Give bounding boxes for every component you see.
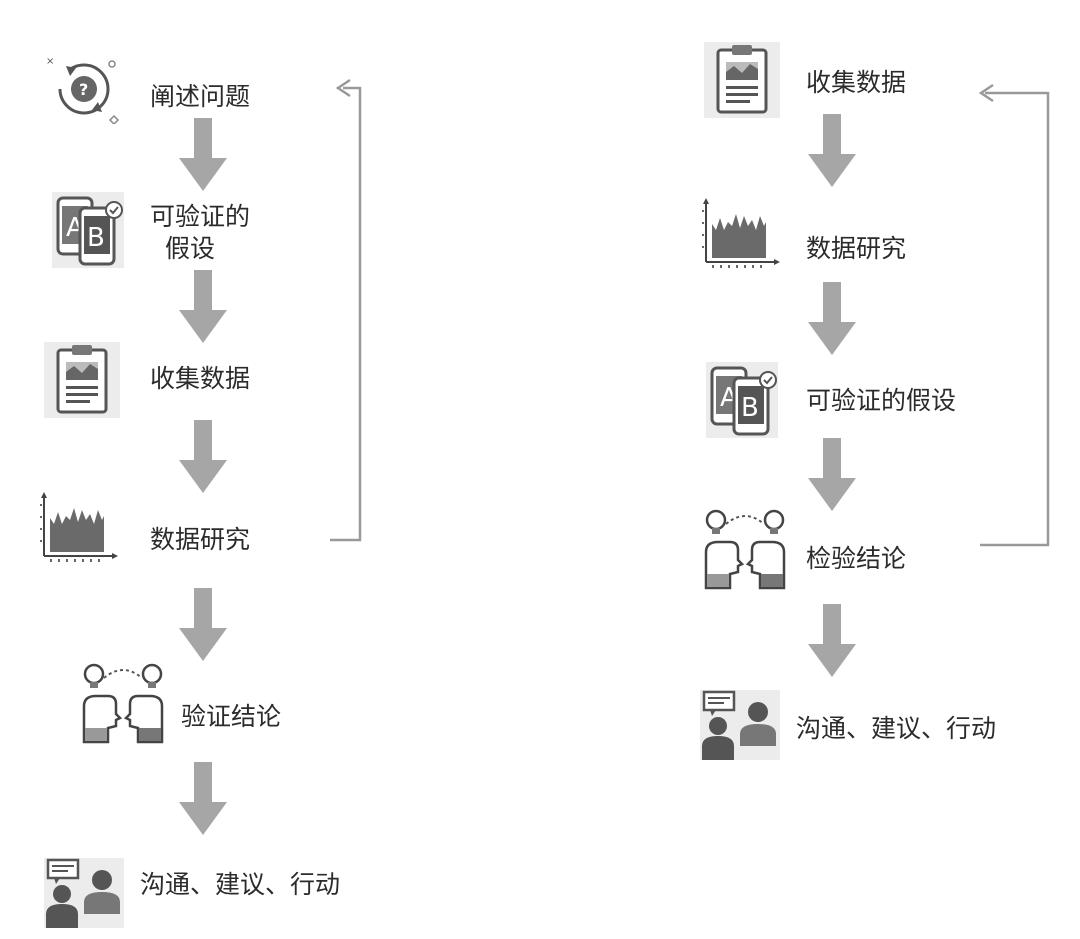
step-label-communicate: 沟通、建议、行动 [796,714,997,743]
down-arrow-icon [177,762,229,836]
step-label-collect-data: 收集数据 [806,68,907,97]
step-label-test-conclusion: 检验结论 [806,544,907,573]
area-chart-icon [38,490,120,566]
area-chart-icon [700,196,782,272]
ab-test-icon [706,362,778,438]
step-label-hypothesis-line2: 假设 [165,234,216,263]
two-heads-ideas-icon [700,508,790,590]
question-cycle-icon [44,54,124,124]
down-arrow-icon [806,604,858,678]
clipboard-chart-icon [44,342,120,418]
down-arrow-icon [177,118,229,192]
people-speech-icon [700,690,780,760]
down-arrow-icon [177,270,229,344]
two-heads-ideas-icon [78,662,168,744]
step-label-hypothesis-line1: 可验证的 [150,202,251,231]
down-arrow-icon [806,438,858,512]
step-label-verify-conclusion: 验证结论 [181,702,282,731]
down-arrow-icon [806,282,858,356]
down-arrow-icon [177,588,229,662]
ab-test-icon [52,192,124,268]
clipboard-chart-icon [704,42,780,118]
down-arrow-icon [806,114,858,188]
step-label-collect-data: 收集数据 [150,364,251,393]
step-label-communicate: 沟通、建议、行动 [140,870,341,899]
step-label-hypothesis: 可验证的假设 [806,386,957,415]
down-arrow-icon [177,420,229,494]
step-label-data-research: 数据研究 [806,234,907,263]
people-speech-icon [44,858,124,928]
step-label-state-problem: 阐述问题 [150,82,251,111]
step-label-data-research: 数据研究 [150,525,251,554]
